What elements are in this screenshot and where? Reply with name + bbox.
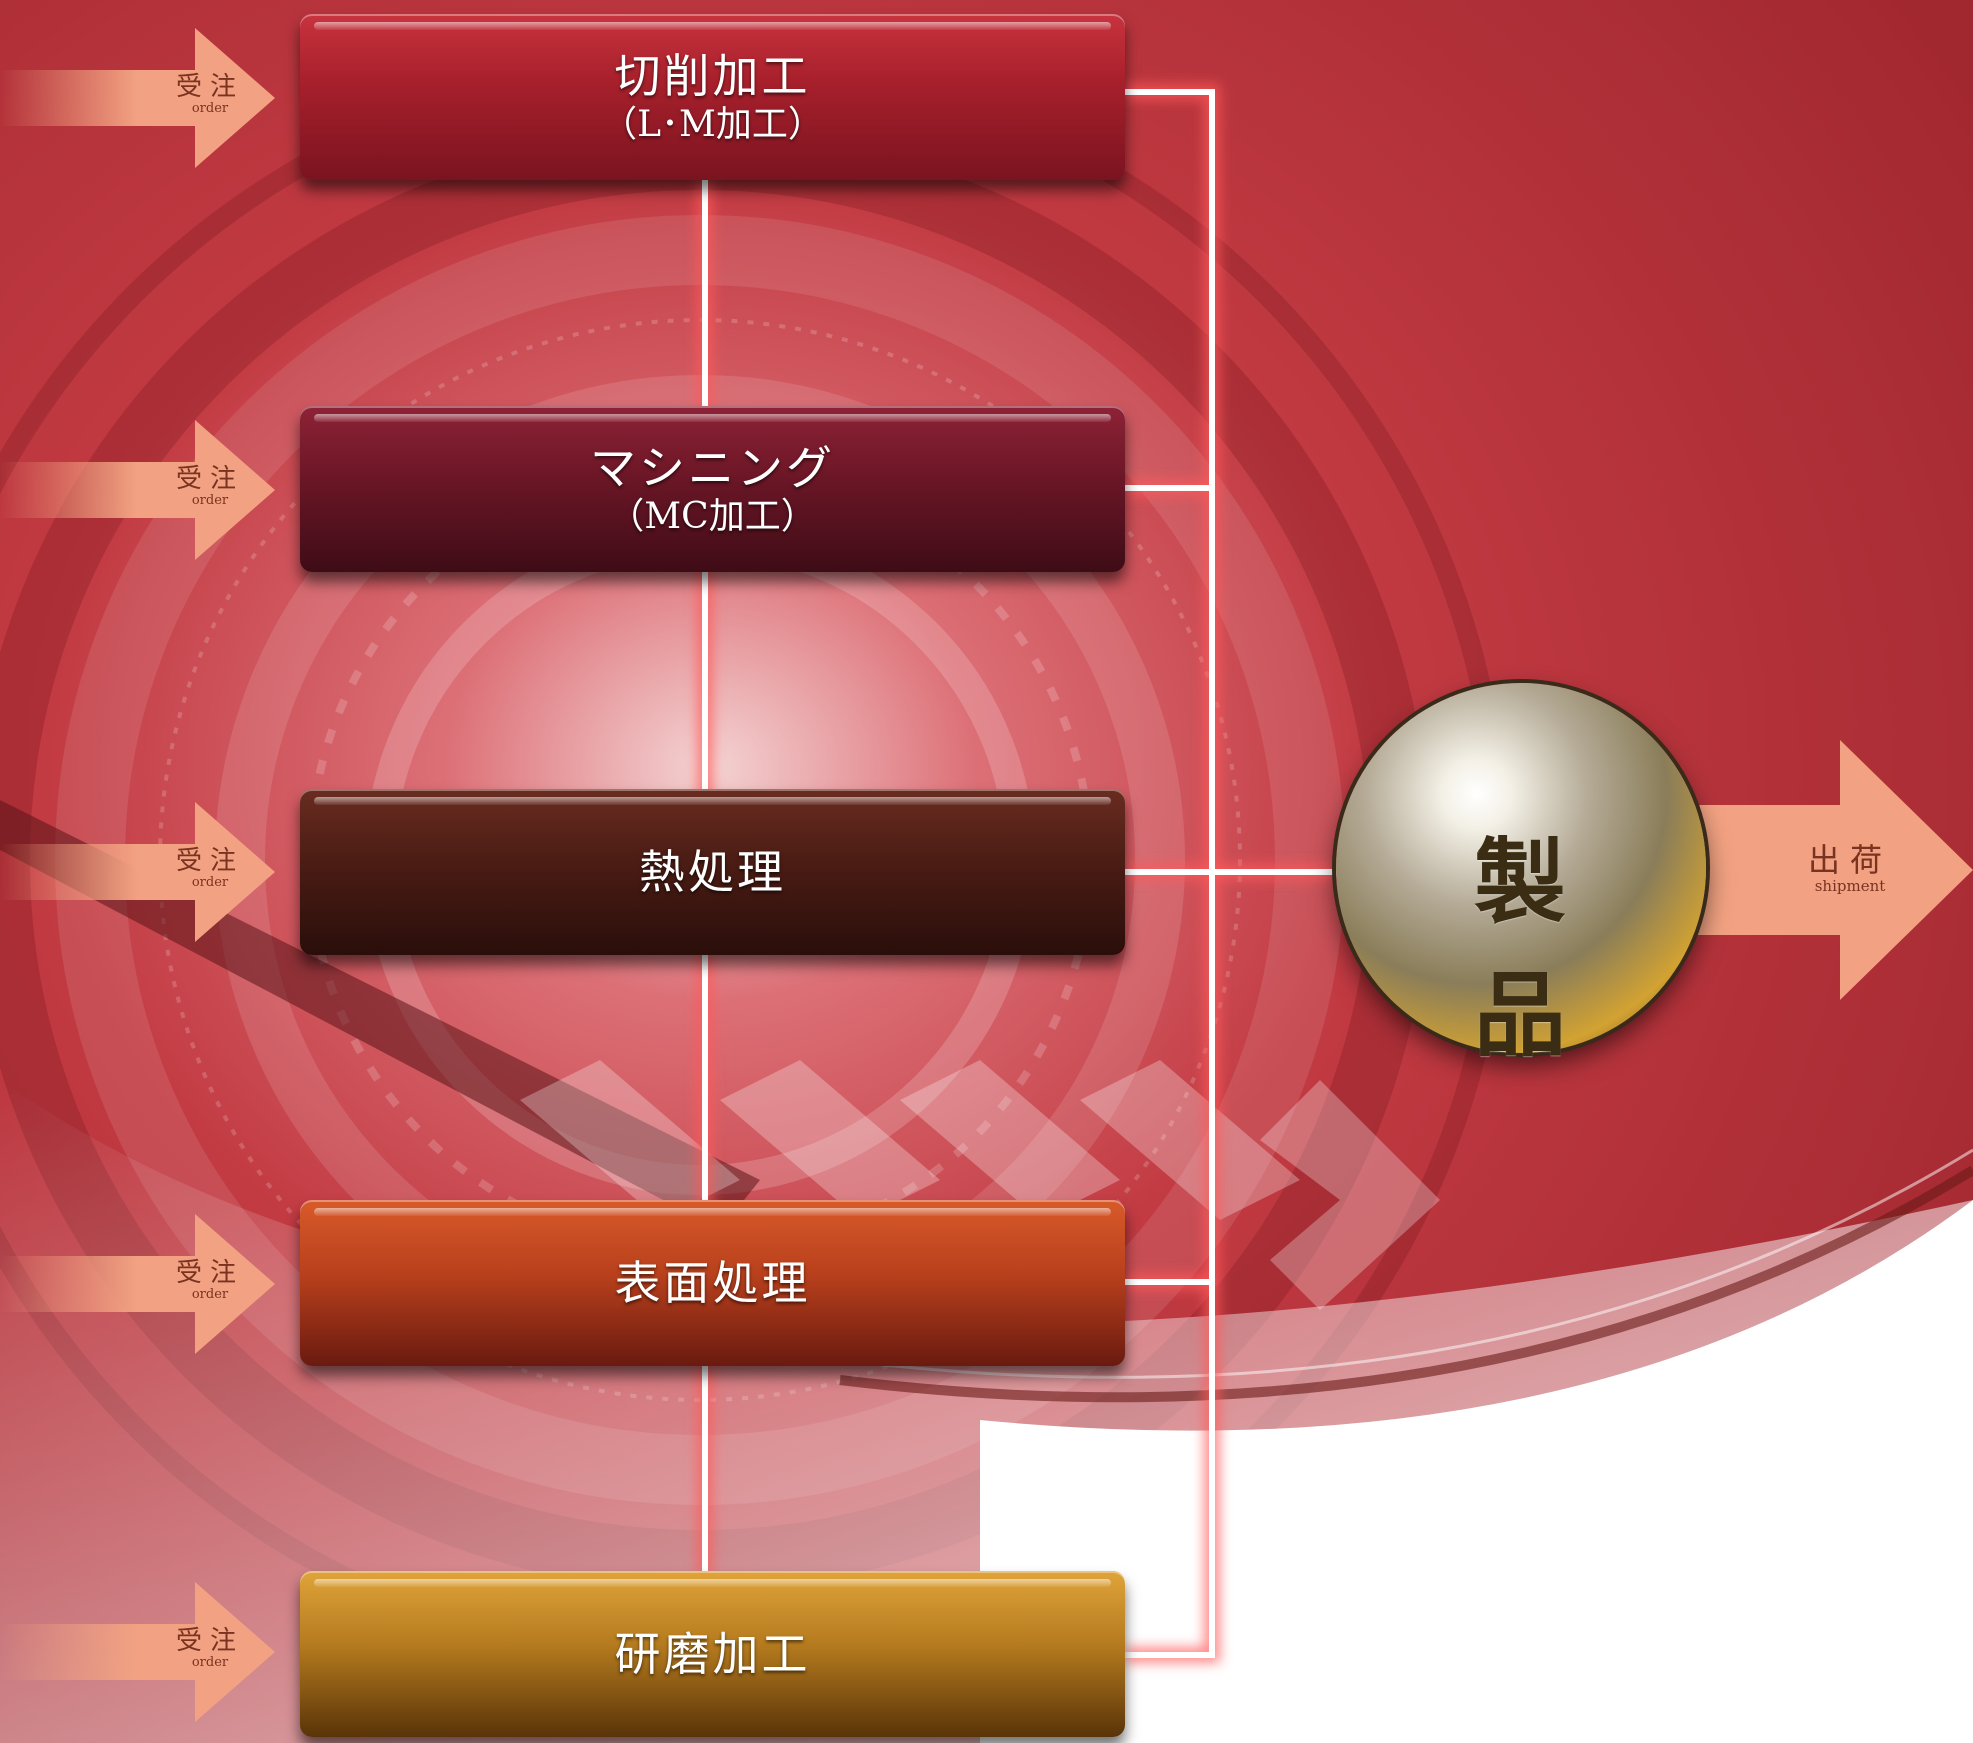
process-subtitle: （MC加工） [608, 496, 817, 537]
order-label-en: order [191, 875, 229, 890]
order-label: 受注 order [160, 464, 260, 508]
order-label-en: order [191, 1655, 229, 1670]
order-label: 受注 order [160, 1626, 260, 1670]
process-box-machining: マシニング （MC加工） [300, 406, 1125, 572]
shipment-label-en: shipment [1814, 877, 1886, 895]
process-box-heat-treatment: 熱処理 [300, 789, 1125, 955]
order-label: 受注 order [160, 846, 260, 890]
process-subtitle: （L･M加工） [601, 104, 824, 145]
process-title: 熱処理 [639, 845, 786, 899]
order-arrow: 受注 order [0, 420, 280, 560]
order-arrow: 受注 order [0, 1214, 280, 1354]
order-label: 受注 order [160, 72, 260, 116]
shipment-label-jp: 出荷 [1807, 841, 1892, 879]
order-label-jp: 受注 [175, 72, 244, 102]
order-label-jp: 受注 [175, 846, 244, 876]
order-label: 受注 order [160, 1258, 260, 1302]
arrow-right-icon [0, 420, 275, 560]
process-box-grinding: 研磨加工 [300, 1571, 1125, 1737]
arrow-right-icon [0, 1582, 275, 1722]
arrow-right-icon [0, 802, 275, 942]
order-label-en: order [191, 101, 229, 116]
shipment-label: 出荷 shipment [1790, 842, 1910, 894]
order-label-jp: 受注 [175, 1626, 244, 1656]
order-label-jp: 受注 [175, 1258, 244, 1288]
process-box-surface-treatment: 表面処理 [300, 1200, 1125, 1366]
product-sphere [1336, 683, 1706, 1053]
arrow-right-icon [0, 28, 275, 168]
order-label-en: order [191, 1287, 229, 1302]
order-arrow: 受注 order [0, 802, 280, 942]
arrow-right-icon [0, 1214, 275, 1354]
order-arrow: 受注 order [0, 28, 280, 168]
order-arrow: 受注 order [0, 1582, 280, 1722]
product-label: 製品 [1473, 828, 1596, 1069]
process-box-cutting: 切削加工 （L･M加工） [300, 14, 1125, 180]
process-title: 切削加工 [614, 49, 811, 103]
order-label-jp: 受注 [175, 464, 244, 494]
process-title: マシニング [590, 441, 835, 495]
process-title: 表面処理 [614, 1256, 811, 1310]
order-label-en: order [191, 493, 229, 508]
process-title: 研磨加工 [614, 1627, 811, 1681]
